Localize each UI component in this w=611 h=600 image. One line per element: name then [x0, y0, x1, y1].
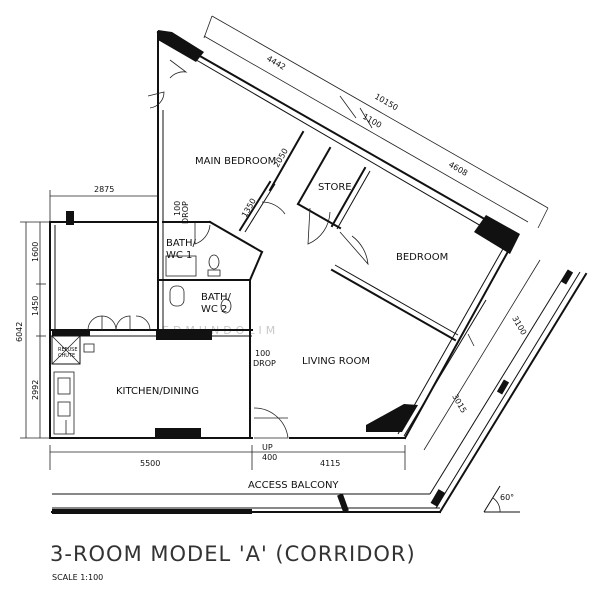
dim-4608: 4608 — [447, 160, 469, 178]
dim-2992: 2992 — [31, 380, 40, 400]
plan-scale: SCALE 1:100 — [52, 573, 104, 582]
dim-4115: 4115 — [320, 459, 340, 468]
room-label-main-bedroom: MAIN BEDROOM — [195, 156, 276, 167]
dim-6042: 6042 — [15, 322, 24, 342]
floor-plan-drawing: EDMUNDOLIM — [15, 15, 588, 514]
drop-note-1-label: DROP — [181, 201, 190, 224]
plan-title: 3-ROOM MODEL 'A' (CORRIDOR) — [50, 542, 416, 566]
dim-10150: 10150 — [373, 92, 400, 113]
refuse-chute-label-1: REFUSE — [58, 347, 78, 353]
doors — [87, 59, 369, 439]
angle-label: 60° — [500, 493, 514, 502]
dim-2875: 2875 — [94, 185, 114, 194]
dim-3100: 3100 — [510, 315, 528, 337]
room-label-bath-wc2-line2: WC 2 — [201, 304, 227, 315]
dim-1100: 1100 — [361, 112, 383, 130]
dim-3015: 3015 — [450, 393, 468, 415]
drop-note-2-value: 100 — [255, 349, 270, 358]
drop-note-2-label: DROP — [253, 359, 276, 368]
fixtures — [51, 254, 232, 435]
room-label-bedroom: BEDROOM — [396, 252, 448, 263]
room-label-access-balcony: ACCESS BALCONY — [248, 480, 339, 491]
drop-note-1-value: 100 — [173, 201, 182, 216]
columns — [52, 30, 520, 438]
up-note-value: 400 — [262, 453, 277, 462]
dim-1450: 1450 — [31, 296, 40, 316]
room-label-living-room: LIVING ROOM — [302, 356, 370, 367]
angle-mark: 60° — [483, 485, 520, 513]
outer-walls — [49, 30, 518, 440]
dimension-lines — [20, 15, 549, 470]
room-label-bath-wc1-line1: BATH/ — [166, 238, 197, 249]
room-label-kitchen-dining: KITCHEN/DINING — [116, 386, 199, 397]
room-label-store: STORE — [318, 182, 352, 193]
dim-1600: 1600 — [31, 242, 40, 262]
inner-walls — [49, 130, 459, 439]
refuse-chute-label-2: CHUTE — [58, 353, 75, 359]
room-label-bath-wc2-line1: BATH/ — [201, 292, 232, 303]
dim-5500: 5500 — [140, 459, 160, 468]
access-balcony-railings — [51, 269, 588, 514]
room-label-bath-wc1-line2: WC 1 — [166, 250, 192, 261]
up-note: UP — [262, 443, 273, 452]
